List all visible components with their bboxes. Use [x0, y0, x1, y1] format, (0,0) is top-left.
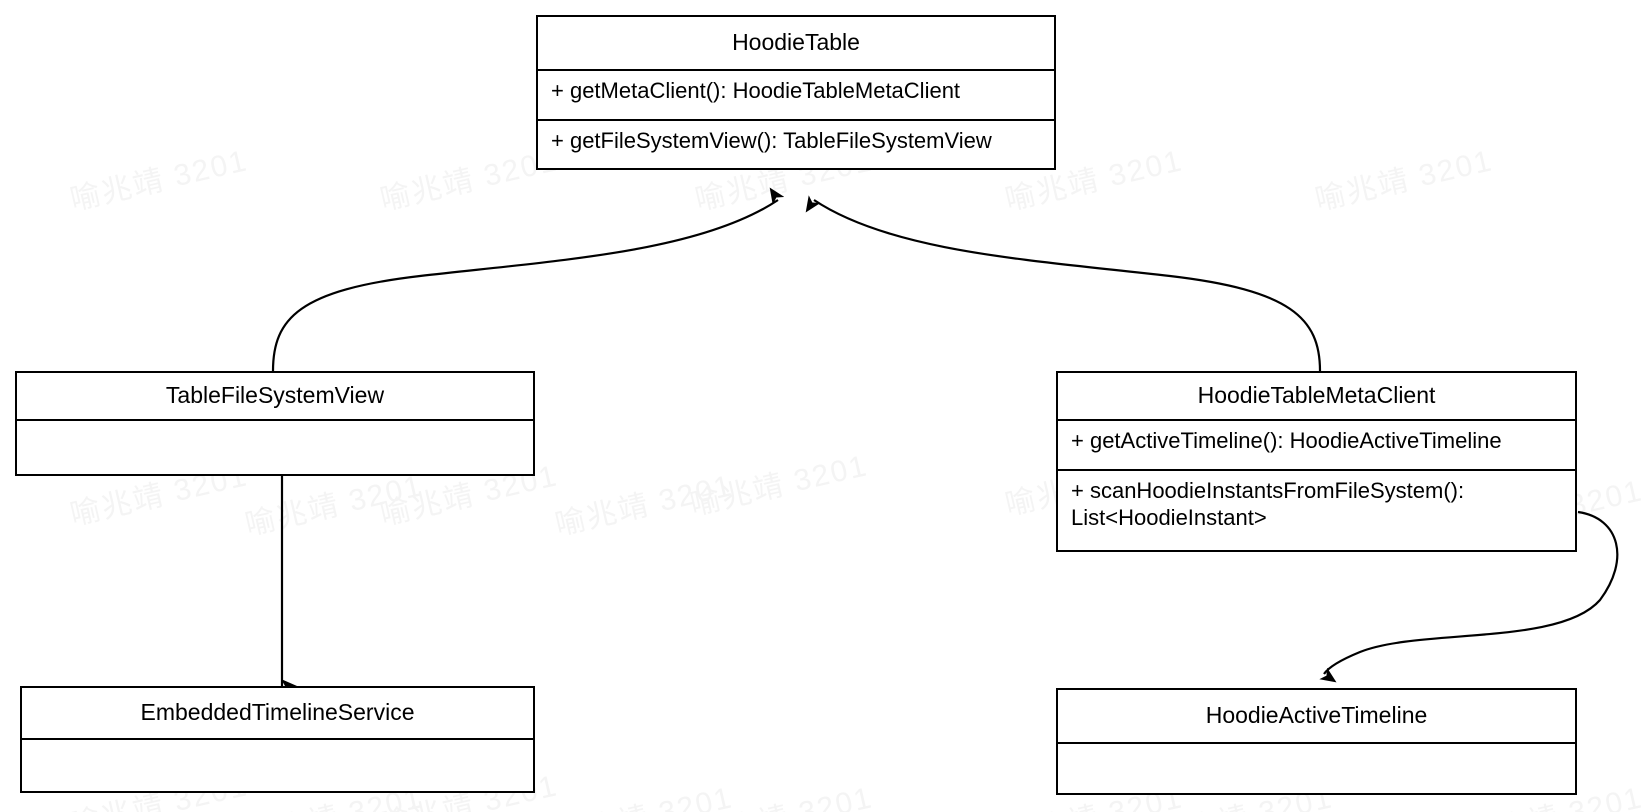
- class-box-embedded-timeline-service[interactable]: EmbeddedTimelineService: [20, 686, 535, 793]
- watermark-text: 喻兆靖 3201: [690, 772, 876, 812]
- watermark-text: 喻兆靖 3201: [377, 144, 561, 218]
- class-method-hoodie-table-0: + getMetaClient(): HoodieTableMetaClient: [551, 78, 961, 103]
- class-method-hoodie-table-meta-client-1: + scanHoodieInstantsFromFileSystem(): Li…: [1058, 469, 1575, 550]
- class-box-hoodie-table[interactable]: HoodieTable + getMetaClient(): HoodieTab…: [536, 15, 1056, 170]
- class-method-hoodie-table-meta-client-0: + getActiveTimeline(): HoodieActiveTimel…: [1071, 428, 1502, 453]
- watermark-text: 喻兆靖 3201: [550, 772, 736, 812]
- edge-tablefilesystemview-to-hoodietable: [271, 187, 785, 372]
- class-name-hoodie-table-meta-client: HoodieTableMetaClient: [1058, 373, 1575, 421]
- watermark-text: 喻兆靖 3201: [1312, 144, 1496, 218]
- class-methods-embedded-timeline-service: [22, 740, 533, 791]
- class-name-embedded-timeline-service: EmbeddedTimelineService: [22, 688, 533, 740]
- class-name-hoodie-active-timeline: HoodieActiveTimeline: [1058, 690, 1575, 744]
- class-box-hoodie-active-timeline[interactable]: HoodieActiveTimeline: [1056, 688, 1577, 795]
- class-box-hoodie-table-meta-client[interactable]: HoodieTableMetaClient + getActiveTimelin…: [1056, 371, 1577, 552]
- edge-hoodietablemetaclient-to-hoodietable: [805, 195, 1322, 372]
- class-name-table-file-system-view: TableFileSystemView: [17, 373, 533, 421]
- watermark-text: 喻兆靖 3201: [687, 449, 871, 523]
- class-methods-table-file-system-view: [17, 421, 533, 474]
- class-method-hoodie-table-1: + getFileSystemView(): TableFileSystemVi…: [538, 119, 1054, 168]
- watermark-text: 喻兆靖 3201: [67, 144, 251, 218]
- class-methods-hoodie-active-timeline: [1058, 744, 1575, 793]
- class-name-hoodie-table: HoodieTable: [538, 17, 1054, 71]
- class-box-table-file-system-view[interactable]: TableFileSystemView: [15, 371, 535, 476]
- watermark-text: 喻兆靖 3201: [552, 469, 736, 543]
